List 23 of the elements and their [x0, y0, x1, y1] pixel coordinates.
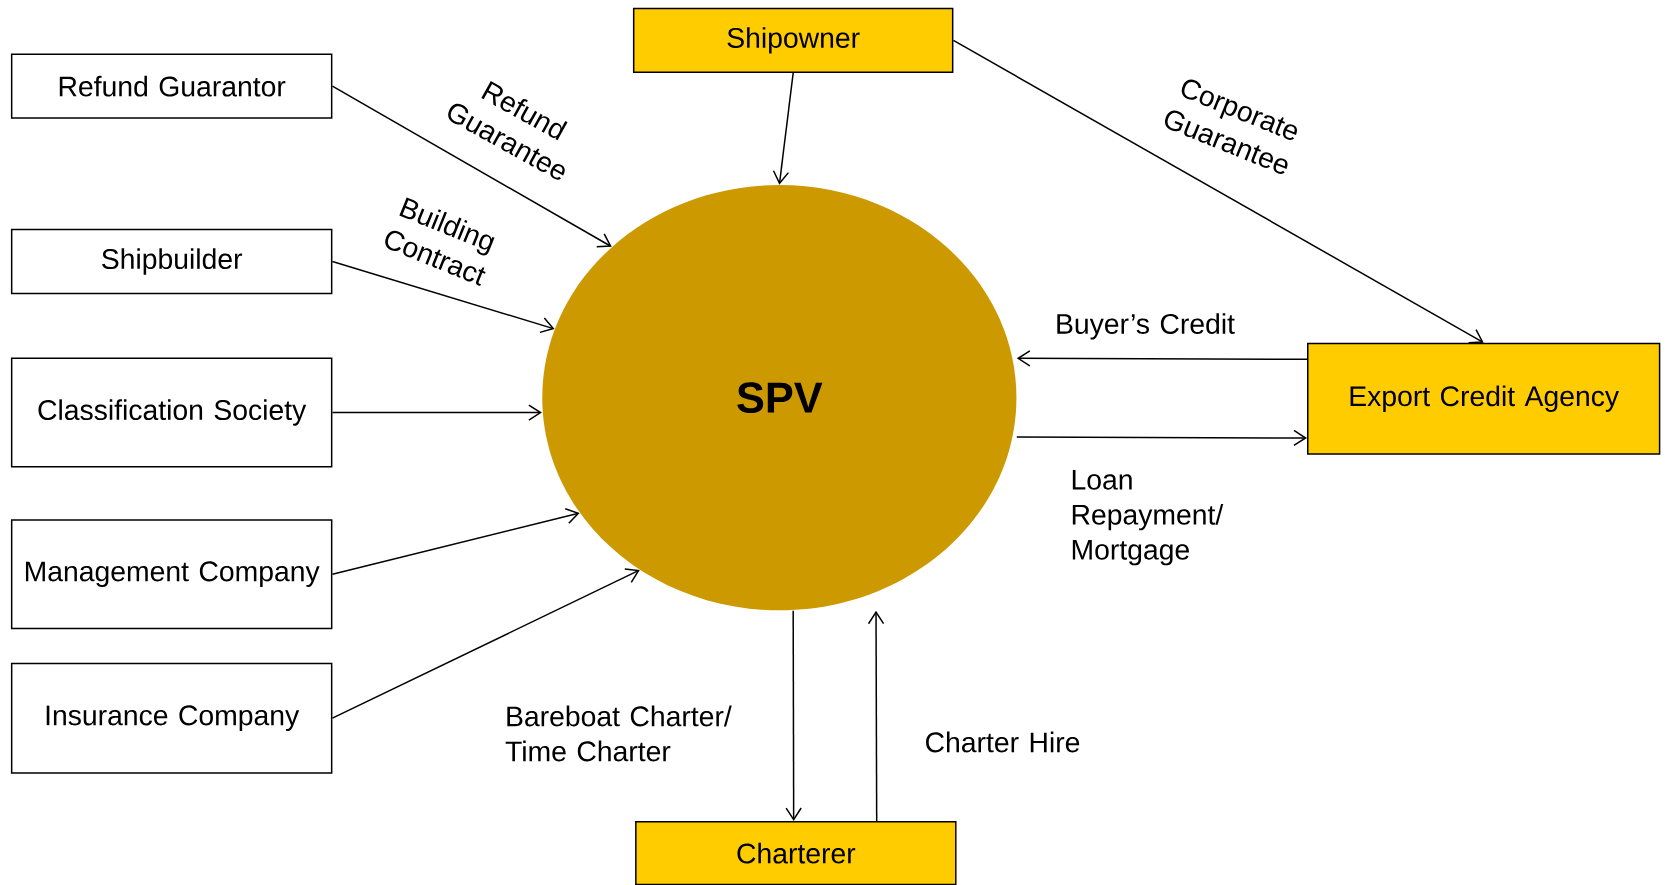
arrow [1016, 429, 1307, 447]
arrow [867, 610, 885, 822]
edge-label: Loan Repayment/ Mortgage [1072, 470, 1224, 566]
edge-label: Charter Hire [926, 731, 1080, 753]
arrow [952, 39, 1484, 344]
party-box: Refund Guarantor [10, 53, 333, 119]
arrow [772, 72, 794, 185]
arrow [1016, 350, 1308, 367]
party-box: Insurance Company [10, 662, 333, 774]
arrow [785, 609, 802, 822]
arrow [331, 85, 612, 248]
edge-label: Buyer’s Credit [1057, 313, 1235, 340]
party-box: Shipowner [632, 7, 954, 73]
party-box: Export Credit Agency [1307, 342, 1661, 455]
arrow [331, 508, 580, 575]
party-box: Management Company [10, 519, 333, 630]
party-box: Classification Society [10, 357, 333, 468]
arrow [331, 260, 555, 334]
arrow [331, 404, 542, 421]
party-box: Shipbuilder [10, 228, 333, 295]
arrow [331, 568, 640, 719]
party-box: Charterer [635, 821, 957, 885]
edge-label: Bareboat Charter/ Time Charter [505, 705, 732, 762]
